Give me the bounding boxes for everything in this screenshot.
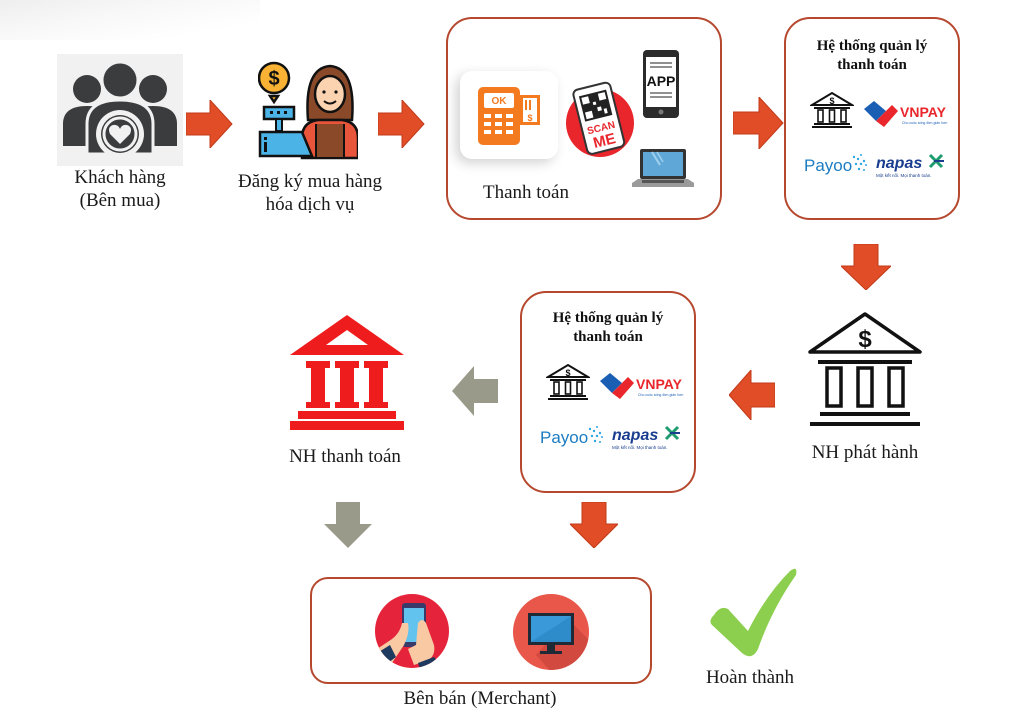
svg-text:ME: ME bbox=[592, 130, 618, 152]
svg-text:Cho cuộc sống đơn giản hơn: Cho cuộc sống đơn giản hơn bbox=[902, 121, 947, 125]
qr-scan-icon: SCAN ME bbox=[566, 81, 634, 157]
svg-text:Một kết nối. Mọi thanh toán.: Một kết nối. Mọi thanh toán. bbox=[612, 445, 668, 450]
cashier-icon: $ bbox=[258, 61, 358, 160]
svg-text:Payoo: Payoo bbox=[804, 156, 852, 175]
acquiring-bank-label: NH thanh toán bbox=[289, 446, 401, 467]
payment-system-title: Hệ thống quản lý thanh toán bbox=[816, 38, 928, 73]
svg-text:Một kết nối. Mọi thanh toán.: Một kết nối. Mọi thanh toán. bbox=[876, 173, 932, 178]
payoo-logo: Payoo bbox=[540, 426, 603, 447]
svg-text:$: $ bbox=[565, 368, 570, 378]
register-label: Đăng ký mua hàng hóa dịch vụ bbox=[237, 171, 383, 215]
svg-text:$: $ bbox=[829, 96, 834, 106]
svg-text:Cho cuộc sống đơn giản hơn: Cho cuộc sống đơn giản hơn bbox=[638, 393, 683, 397]
arrow-payment-to-system bbox=[733, 97, 784, 149]
bank-logo-icon: $ bbox=[810, 91, 854, 128]
issuing-bank-icon: $ bbox=[808, 312, 922, 426]
merchant-label: Bên bán (Merchant) bbox=[403, 688, 557, 709]
arrow-system-to-merchant bbox=[570, 502, 618, 548]
merchant-box bbox=[310, 577, 652, 684]
payoo-logo: Payoo bbox=[804, 154, 867, 175]
svg-text:$: $ bbox=[268, 68, 279, 90]
arrow-customer-to-register bbox=[186, 100, 233, 148]
payment-system-title: Hệ thống quản lý thanh toán bbox=[552, 310, 664, 345]
payment-system-box-mid: Hệ thống quản lý thanh toán $ VNPAY Cho … bbox=[520, 291, 696, 493]
svg-text:VNPAY: VNPAY bbox=[900, 104, 947, 120]
payment-box: OK $ SCAN ME bbox=[446, 17, 722, 220]
svg-text:napas: napas bbox=[612, 427, 658, 444]
arrow-system-to-acquirer bbox=[452, 366, 498, 416]
vnpay-logo: VNPAY Cho cuộc sống đơn giản hơn bbox=[600, 373, 683, 399]
checkmark-icon bbox=[710, 568, 797, 657]
vnpay-logo: VNPAY Cho cuộc sống đơn giản hơn bbox=[864, 101, 947, 127]
svg-text:VNPAY: VNPAY bbox=[636, 376, 683, 392]
svg-text:OK: OK bbox=[492, 96, 508, 107]
svg-text:APP: APP bbox=[647, 73, 676, 89]
svg-text:napas: napas bbox=[876, 155, 922, 172]
acquiring-bank-icon bbox=[290, 315, 404, 430]
napas-logo: napas Một kết nối. Mọi thanh toán. bbox=[876, 153, 944, 178]
svg-text:$: $ bbox=[858, 326, 872, 353]
monitor-icon bbox=[513, 594, 589, 670]
pos-terminal-tile: OK $ bbox=[460, 71, 558, 159]
bank-logo-icon: $ bbox=[546, 363, 590, 400]
payment-system-box-top: Hệ thống quản lý thanh toán $ VNPAY Cho … bbox=[784, 17, 960, 220]
svg-text:$: $ bbox=[527, 113, 532, 123]
customer-label: Khách hàng (Bên mua) bbox=[74, 167, 166, 211]
payment-label: Thanh toán bbox=[482, 182, 569, 203]
pos-terminal-icon: OK $ bbox=[478, 87, 540, 145]
customer-group-heart-icon bbox=[57, 54, 183, 166]
complete-label: Hoàn thành bbox=[705, 667, 795, 688]
laptop-icon bbox=[632, 149, 694, 187]
svg-text:Payoo: Payoo bbox=[540, 428, 588, 447]
arrow-system-to-issuer bbox=[841, 244, 891, 290]
arrow-issuer-to-system bbox=[729, 370, 775, 420]
register-step: $ bbox=[258, 60, 358, 160]
arrow-register-to-payment bbox=[378, 100, 425, 148]
customer-step bbox=[57, 54, 183, 166]
napas-logo: napas Một kết nối. Mọi thanh toán. bbox=[612, 425, 680, 450]
top-shade bbox=[0, 0, 260, 40]
arrow-acquirer-to-merchant bbox=[324, 502, 372, 548]
mobile-touch-icon bbox=[375, 594, 449, 668]
issuing-bank-label: NH phát hành bbox=[811, 442, 919, 463]
mobile-app-icon: APP bbox=[643, 50, 679, 118]
